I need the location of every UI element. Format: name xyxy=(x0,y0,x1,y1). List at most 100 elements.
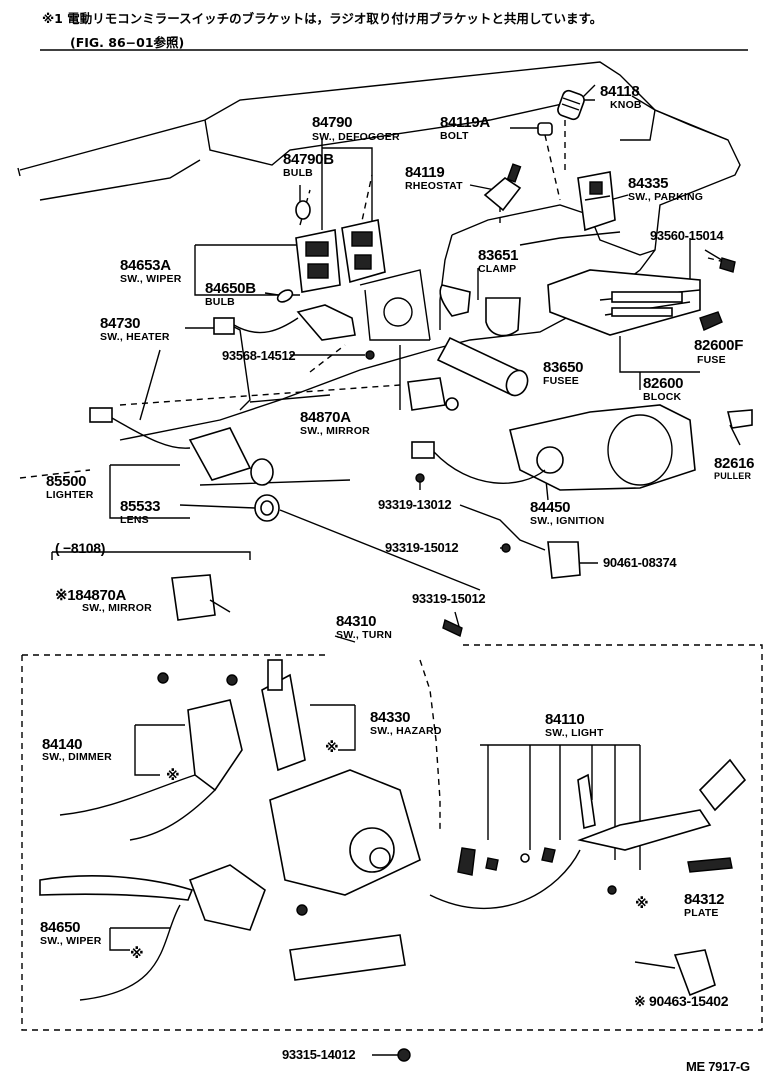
part-number-84650B: 84650B xyxy=(205,280,256,297)
part-name-84312: PLATE xyxy=(684,907,719,919)
part-name-84110: SW., LIGHT xyxy=(545,727,604,739)
dimmer-switch-84140-part xyxy=(59,672,243,841)
part-name-84119A: BOLT xyxy=(440,130,469,142)
svg-text:※: ※ xyxy=(635,896,649,912)
part-number-84870A: 84870A xyxy=(300,409,351,426)
rheostat-84119-part xyxy=(483,163,522,212)
combination-switch-group-box xyxy=(21,644,763,1031)
clip-90463-part xyxy=(634,949,716,997)
part-number-93319-15012-lower: 93319-15012 xyxy=(412,591,486,606)
wiper-switch-84650-part xyxy=(39,864,266,1001)
part-number-82600F: 82600F xyxy=(694,337,744,354)
header-note-line-2: (FIG. 86−01参照) xyxy=(70,35,185,50)
part-number-85500: 85500 xyxy=(46,473,87,490)
part-name-82600: BLOCK xyxy=(643,391,682,403)
screw-93319-15012-lower-part xyxy=(442,619,463,637)
part-number-90463-15402: ※ 90463-15402 xyxy=(634,993,729,1009)
svg-text:※: ※ xyxy=(166,768,180,784)
svg-text:※: ※ xyxy=(130,946,144,962)
part-number-84730: 84730 xyxy=(100,315,141,332)
mirror-switch-184870A-part xyxy=(171,574,231,621)
hazard-switch-84330-part xyxy=(261,659,306,772)
asterisk-mark-icon: ※ ※ ※ ※ xyxy=(130,740,649,962)
clamp-83651-part xyxy=(439,284,521,337)
part-number-84790: 84790 xyxy=(312,114,353,131)
part-name-83650: FUSEE xyxy=(543,375,580,387)
bulb-84790B-part xyxy=(295,200,311,220)
part-number-84312: 84312 xyxy=(684,891,725,908)
part-name-84330: SW., HAZARD xyxy=(370,725,442,737)
part-number-84653A: 84653A xyxy=(120,257,171,274)
lens-85533-part xyxy=(254,494,280,522)
lighter-85500-part xyxy=(89,407,274,486)
range-label: ( −8108) xyxy=(55,540,106,556)
part-name-84140: SW., DIMMER xyxy=(42,751,112,763)
screw-93319-13012-part xyxy=(415,473,425,483)
fuse-82600F-part xyxy=(699,311,723,331)
puller-82616-part xyxy=(726,409,753,429)
screw-93319-15012-part xyxy=(501,543,511,553)
part-name-84450: SW., IGNITION xyxy=(530,515,605,527)
part-number-84335: 84335 xyxy=(628,175,669,192)
light-switch-84110-part xyxy=(429,758,747,910)
mirror-switch-84870A-part xyxy=(407,377,459,411)
part-number-85533: 85533 xyxy=(120,498,161,515)
parking-switch-84335-part xyxy=(577,171,616,232)
screw-93568-part xyxy=(365,350,375,360)
part-number-82616: 82616 xyxy=(714,455,755,472)
part-number-84140: 84140 xyxy=(42,736,83,753)
turn-switch-84310-part xyxy=(269,769,421,896)
part-number-84650: 84650 xyxy=(40,919,81,936)
knob-84118-part xyxy=(557,89,585,121)
part-number-82600: 82600 xyxy=(643,375,684,392)
part-name-82600F: FUSE xyxy=(697,354,726,366)
part-number-83651: 83651 xyxy=(478,247,519,264)
part-number-93315-14012: 93315-14012 xyxy=(282,1047,356,1062)
bolt-84119A-part xyxy=(537,122,553,136)
part-number-84310: 84310 xyxy=(336,613,377,630)
diagram-code: ME 7917-G xyxy=(686,1059,750,1074)
part-name-84650: SW., WIPER xyxy=(40,935,102,947)
header-note-line-1: ※1 電動リモコンミラースイッチのブラケットは，ラジオ取り付け用ブラケットと共用… xyxy=(42,11,603,26)
part-name-85533: LENS xyxy=(120,514,149,526)
part-number-93319-13012: 93319-13012 xyxy=(378,497,452,512)
part-number-84119: 84119 xyxy=(405,164,445,181)
part-name-84118: KNOB xyxy=(610,99,642,111)
part-name-84335: SW., PARKING xyxy=(628,191,704,203)
screw-93315-part xyxy=(296,904,411,1062)
bracket-90461-part xyxy=(547,541,581,579)
plate-84312-part xyxy=(687,857,733,873)
defogger-switch-84790-part xyxy=(341,219,386,284)
svg-text:※: ※ xyxy=(325,740,339,756)
part-number-83650: 83650 xyxy=(543,359,584,376)
part-number-84330: 84330 xyxy=(370,709,411,726)
wiper-switch-84653A-part xyxy=(295,229,341,293)
part-name-84790B: BULB xyxy=(283,167,313,179)
ignition-switch-84450-part xyxy=(411,404,696,491)
part-number-93560-15014: 93560-15014 xyxy=(650,228,724,243)
heater-switch-84730-part xyxy=(213,304,356,341)
part-number-84790B: 84790B xyxy=(283,151,334,168)
fusee-83650-part xyxy=(436,336,529,397)
bolt-93560-part xyxy=(719,257,736,273)
part-name-84119: RHEOSTAT xyxy=(405,180,463,192)
part-name-85500: LIGHTER xyxy=(46,489,94,501)
part-number-184870A: ※184870A xyxy=(55,587,127,604)
part-number-84110: 84110 xyxy=(545,711,585,728)
part-number-84118: 84118 xyxy=(600,83,640,100)
bulb-84650B-part xyxy=(276,289,294,303)
part-name-84870A: SW., MIRROR xyxy=(300,425,370,437)
part-number-93319-15012: 93319-15012 xyxy=(385,540,459,555)
part-name-84310: SW., TURN xyxy=(336,629,393,641)
connector-block-part xyxy=(289,934,406,981)
part-name-82616: PULLER xyxy=(714,471,752,481)
part-name-84650B: BULB xyxy=(205,296,235,308)
part-number-93568-14512: 93568-14512 xyxy=(222,348,296,363)
part-name-83651: CLAMP xyxy=(478,263,517,275)
part-number-84119A: 84119A xyxy=(440,114,490,131)
fuse-block-82600-part xyxy=(547,269,701,336)
part-name-84790: SW., DEFOGGER xyxy=(312,131,400,143)
leader-lines xyxy=(51,99,741,1056)
